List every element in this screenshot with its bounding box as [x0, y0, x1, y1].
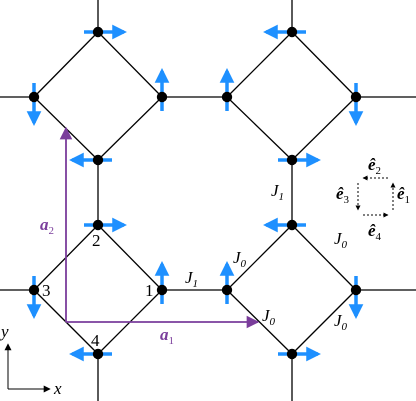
- site-label-4: 4: [91, 331, 100, 350]
- bond: [97, 31, 163, 98]
- x-axis-label: x: [53, 379, 62, 398]
- site-label-2: 2: [92, 231, 101, 250]
- unit-vector-legend: ê2 ê3 ê1 ê4: [336, 155, 410, 243]
- lattice-site-13: [286, 219, 298, 231]
- lattice-site-12: [92, 348, 104, 360]
- lattice-vectors: [59, 126, 260, 329]
- bond: [291, 224, 357, 291]
- lattice-site-5: [286, 26, 298, 38]
- lattice-site-6: [221, 91, 233, 103]
- lattice-site-16: [286, 348, 298, 360]
- lattice-site-11: [156, 284, 168, 296]
- coupling-label-J0-b: J0: [262, 306, 276, 328]
- lattice-site-9: [92, 219, 104, 231]
- bond: [291, 31, 357, 98]
- lattice-site-10: [28, 284, 40, 296]
- lattice-sites: [28, 26, 362, 360]
- lattice-site-8: [286, 154, 298, 166]
- coupling-label-J0-a: J0: [233, 248, 247, 270]
- coupling-label-J0-c: J0: [334, 229, 348, 251]
- spin-arrows: [26, 24, 364, 362]
- y-axis-label: y: [0, 322, 9, 341]
- bond: [226, 224, 293, 291]
- lattice-site-7: [350, 91, 362, 103]
- bond: [33, 31, 99, 98]
- coupling-label-J1-horizontal: J1: [185, 268, 198, 290]
- unit-vector-e4-label: ê4: [368, 221, 382, 243]
- coupling-label-J0-d: J0: [334, 311, 348, 333]
- bond: [291, 289, 357, 355]
- bond: [226, 289, 293, 355]
- lattice-site-15: [350, 284, 362, 296]
- lattice-vector-a1-label: a1: [160, 325, 174, 347]
- lattice-site-1: [92, 26, 104, 38]
- bond: [226, 96, 293, 161]
- coupling-label-J1-vertical: J1: [271, 181, 284, 203]
- lattice-site-3: [156, 91, 168, 103]
- lattice-site-2: [28, 91, 40, 103]
- lattice-vector-a2-label: a2: [40, 215, 54, 237]
- lattice-site-14: [221, 284, 233, 296]
- unit-vector-e3-label: ê3: [336, 184, 350, 206]
- bond: [226, 31, 293, 98]
- unit-vector-e2-label: ê2: [368, 155, 381, 177]
- coordinate-axes: [4, 343, 51, 393]
- bond: [291, 96, 357, 161]
- lattice-site-4: [92, 154, 104, 166]
- unit-vector-e1-label: ê1: [397, 184, 410, 206]
- site-label-1: 1: [145, 281, 154, 300]
- site-label-3: 3: [42, 281, 51, 300]
- bond: [97, 96, 163, 161]
- bond: [97, 224, 163, 291]
